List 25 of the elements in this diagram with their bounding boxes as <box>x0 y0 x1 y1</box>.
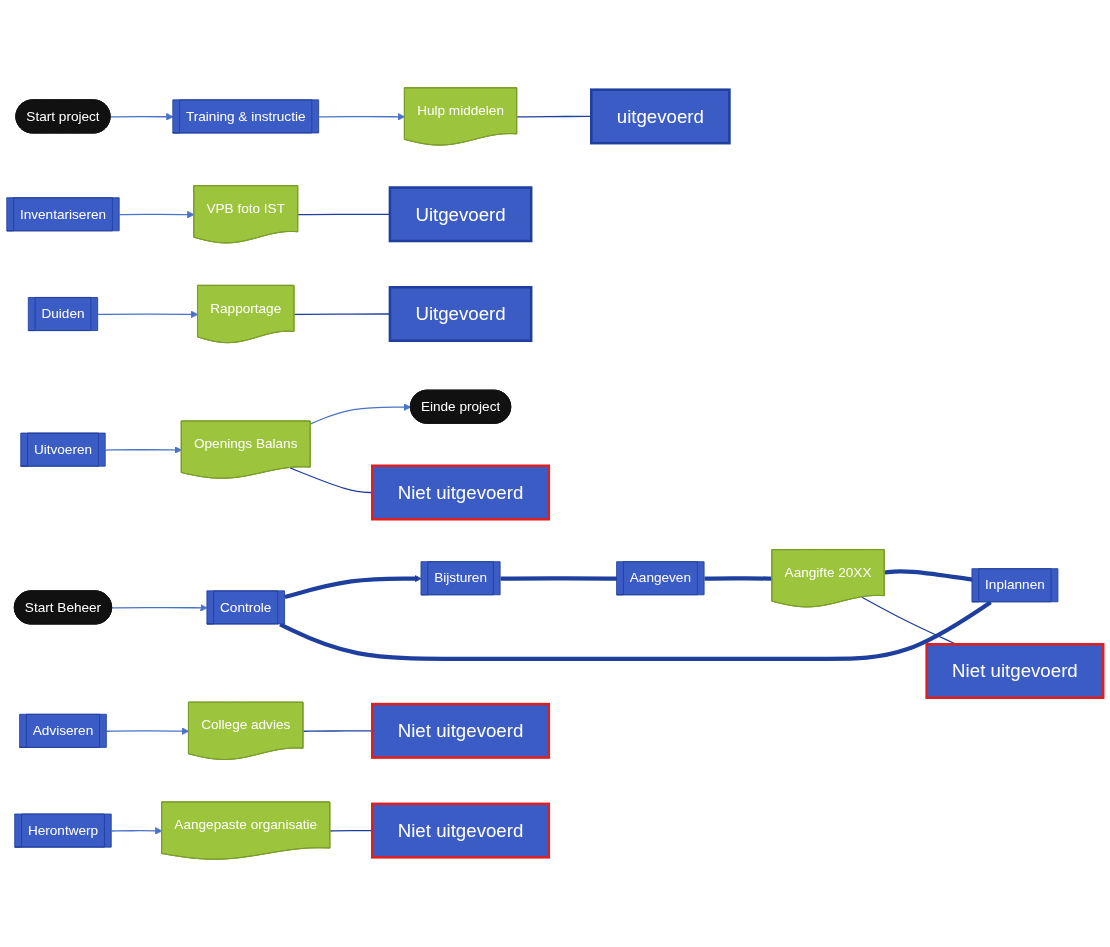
connector <box>704 576 773 581</box>
node-box: Niet uitgevoerd <box>371 464 551 521</box>
connector <box>279 600 992 661</box>
arrow <box>111 604 208 612</box>
node-box: Niet uitgevoerd <box>371 802 551 859</box>
node-box: Niet uitgevoerd <box>371 702 551 759</box>
node-box: Uitgevoerd <box>388 186 533 243</box>
arrow <box>109 113 174 121</box>
arrow <box>105 446 183 454</box>
connector <box>302 730 373 732</box>
node-box: Uitgevoerd <box>388 286 533 343</box>
node-box: Niet uitgevoerd <box>925 642 1105 699</box>
arrow <box>309 403 412 425</box>
connector <box>884 569 973 582</box>
arrow <box>106 727 190 735</box>
connector <box>329 829 373 832</box>
arrow <box>284 574 422 600</box>
connector <box>516 115 592 118</box>
arrow <box>318 113 406 121</box>
connector <box>500 576 618 581</box>
arrow <box>97 310 199 319</box>
arrow <box>111 827 163 835</box>
arrow <box>118 210 195 219</box>
connector <box>289 467 373 494</box>
node-box: uitgevoerd <box>590 88 731 145</box>
